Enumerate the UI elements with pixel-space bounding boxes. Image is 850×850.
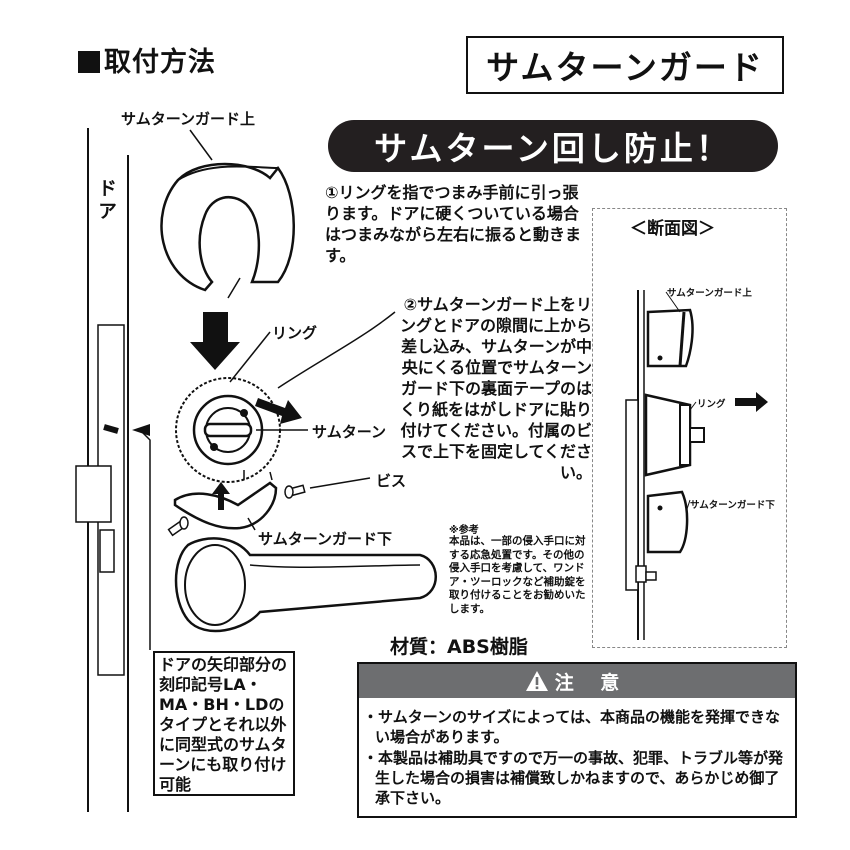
guard-top-detail xyxy=(227,277,241,299)
cross-section-guard-top-label: サムターンガード上 xyxy=(667,288,752,299)
section-heading: 取付方法 xyxy=(78,40,216,79)
section-heading-text: 取付方法 xyxy=(104,47,216,78)
product-title: サムターンガード xyxy=(466,36,784,94)
caution-header: 注 意 xyxy=(359,664,795,698)
note-title: ※参考 xyxy=(449,525,479,536)
right-arrow-icon xyxy=(735,392,768,412)
instruction-step-1: ①リングを指でつまみ手前に引っ張ります。ドアに硬くついている場合はつまみながら左… xyxy=(325,183,582,265)
compatibility-note: ドアの矢印部分の刻印記号LA・MA・BH・LDのタイプとそれ以外に同型式のサムタ… xyxy=(153,651,295,796)
guard-top-illustration xyxy=(160,162,295,292)
caution-item: ・サムターンのサイズによっては、本商品の機能を発揮できない場合があります。 xyxy=(363,708,781,746)
thumbturn-label: サムターン xyxy=(312,423,386,441)
cross-section-guard-edge xyxy=(678,311,686,367)
up-arrow-icon xyxy=(212,482,230,510)
cross-section-plate xyxy=(625,399,639,591)
screw-label: ビス xyxy=(376,472,407,490)
banner: サムターン回し防止！ xyxy=(328,120,778,172)
lever-rose xyxy=(184,544,246,626)
screw-icon xyxy=(284,484,306,499)
leader-line xyxy=(139,429,151,650)
cross-section-ring-label: リング xyxy=(697,399,726,410)
caution-title: 注 意 xyxy=(554,671,630,694)
leader-line xyxy=(247,517,256,531)
caution-list: ・サムターンのサイズによっては、本商品の機能を発揮できない場合があります。 ・本… xyxy=(363,707,793,809)
latch-block xyxy=(75,465,112,523)
screw-hole xyxy=(657,505,663,511)
lever-highlight xyxy=(249,564,421,568)
cross-section-title: ＜断面図＞ xyxy=(630,219,715,239)
material-spec: 材質：ABS樹脂 xyxy=(390,636,528,658)
door-label: ドア xyxy=(95,178,117,224)
latch-slot xyxy=(99,529,115,573)
door-marking xyxy=(103,424,119,434)
down-arrow-icon xyxy=(190,312,240,370)
caution-item: ・本製品は補助具ですので万一の事故、犯罪、トラブル等が発生した場合の損害は補償致… xyxy=(363,749,784,807)
instruction-step-2: ②サムターンガード上をリングとドアの隙間に上から差し込み、サムターンが中央にくる… xyxy=(399,295,592,482)
guard-top-label: サムターンガード上 xyxy=(121,110,255,128)
cross-section-knob xyxy=(689,427,705,443)
screw-hole xyxy=(657,355,663,361)
cross-section-frame xyxy=(592,208,787,648)
note-body: 本品は、一部の侵入手口に対する応急処置です。その他の侵入手口を考慮して、ワンドア… xyxy=(449,535,586,615)
cross-section-latch xyxy=(645,571,657,581)
screw-hole xyxy=(210,443,218,451)
leader-line xyxy=(665,291,697,513)
screw-hole xyxy=(240,409,248,417)
leader-line xyxy=(277,311,396,389)
leader-line xyxy=(309,477,371,489)
screw-icon xyxy=(167,516,189,537)
guard-bottom-label: サムターンガード下 xyxy=(258,530,392,548)
guard-top-edge xyxy=(177,165,279,181)
lever-handle-illustration xyxy=(174,537,437,633)
cross-section-guard-bottom-label: サムターンガード下 xyxy=(690,500,775,511)
leader-line xyxy=(229,331,271,383)
guard-bottom-detail xyxy=(243,470,273,481)
square-bullet-icon xyxy=(78,51,100,73)
warning-icon xyxy=(525,671,548,691)
thumbturn-knob xyxy=(203,422,253,438)
guard-bottom-illustration xyxy=(173,481,278,530)
ring-label: リング xyxy=(272,324,318,342)
pull-arrow-icon xyxy=(255,398,302,424)
leader-line xyxy=(189,129,213,161)
